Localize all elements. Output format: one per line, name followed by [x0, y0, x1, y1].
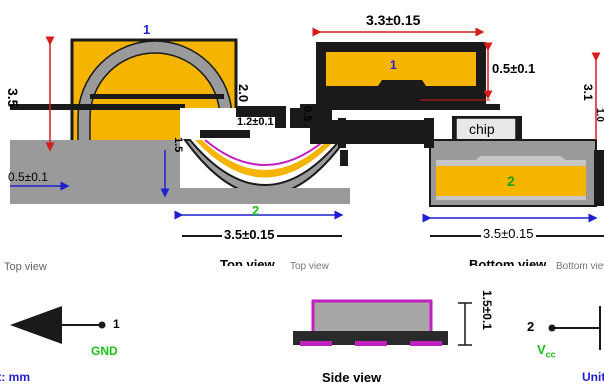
dim-small-label: 1.2±0.1	[236, 116, 275, 128]
pad-number-1-left: 1	[143, 22, 151, 37]
dim-bottom-width-right: 3.5±0.15	[481, 226, 536, 241]
pad-number-2-right: 2	[507, 173, 515, 189]
unit-label-left: Unit: mm	[0, 370, 30, 384]
gnd-triangle-icon	[10, 306, 62, 344]
dim-top-width-label: 3.3±0.15	[366, 12, 421, 28]
dim-right-a-label: 3.1	[581, 84, 595, 101]
chip-label: chip	[469, 121, 495, 137]
dim-bottom-width-left: 3.5±0.15	[222, 227, 277, 242]
pin2-name-sub: cc	[545, 349, 556, 360]
top-view-dark-strip	[10, 104, 185, 110]
top-view-bar	[90, 94, 224, 99]
cup-inner-gold	[195, 140, 335, 178]
pin1-name: GND	[91, 344, 118, 358]
pad-number-2-left: 2	[252, 203, 260, 218]
side-dim-label: 1.5±0.1	[480, 290, 494, 330]
cup-base	[180, 188, 350, 204]
bottom-view-label: Bottom view	[469, 258, 547, 266]
side-view-label: Side view	[322, 370, 382, 385]
dim-height-label: 3.5	[5, 88, 21, 108]
bottom-view-package	[300, 27, 604, 237]
top-view-package	[10, 38, 238, 204]
dim-gap-label: 0.5±0.1	[492, 61, 536, 76]
pin2-name: Vcc	[537, 343, 556, 360]
pin2-name-main: V	[537, 342, 546, 357]
dim-width-b-label: 0.5	[301, 106, 313, 122]
side-view-pad-1	[300, 341, 332, 346]
dim-edge-label: 0.5±0.1	[8, 170, 48, 184]
top-view-lower-block	[10, 140, 180, 204]
lower-pad-gold	[436, 166, 586, 196]
upper-pad-gold	[326, 52, 476, 86]
cup-magenta-line	[204, 139, 326, 166]
unit-label-right: Unit: mm	[582, 371, 604, 383]
pin2-number: 2	[527, 319, 535, 334]
view-label-left-fragment: Top view	[4, 262, 47, 273]
pin2-symbol	[548, 306, 601, 350]
dim-width-a-label: 2.0	[236, 84, 251, 103]
dim-side-label: 1.5	[172, 137, 184, 153]
pin1-symbol	[10, 306, 106, 344]
side-view-body	[311, 299, 433, 337]
side-view-pad-3	[410, 341, 442, 346]
pin1-number: 1	[113, 317, 120, 331]
pad-number-1-right: 1	[390, 58, 397, 72]
top-view-label: Top view	[220, 258, 275, 266]
bottom-view-ghost-label: Bottom view	[556, 262, 604, 272]
dim-right-b-label: 1.0	[594, 108, 604, 122]
top-view-ghost-label: Top view	[290, 261, 329, 272]
side-view-pad-2	[355, 341, 387, 346]
side-view-package	[293, 299, 472, 346]
top-view-white-gap	[10, 108, 70, 138]
